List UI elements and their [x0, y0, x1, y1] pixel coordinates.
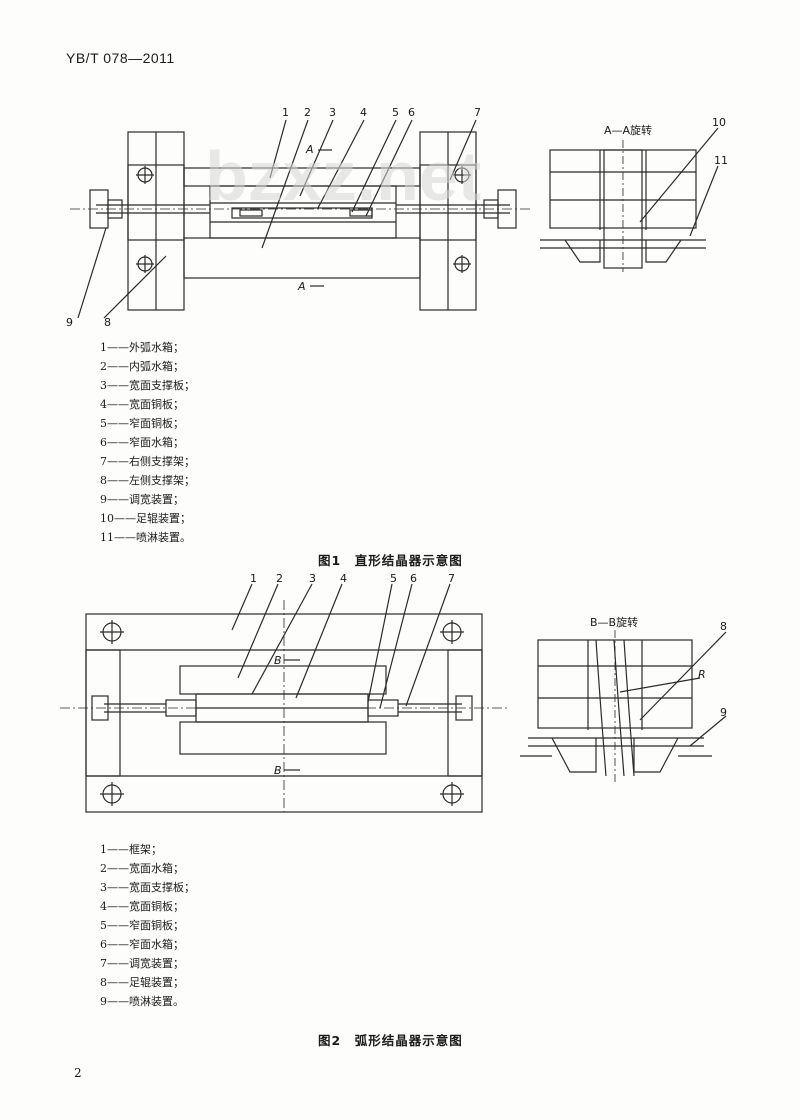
- fig1-legend-item: 2——内弧水箱；: [100, 360, 184, 373]
- figure2-drawing: 1 2 3 4 5 6 7 B B: [60, 572, 727, 813]
- fig2-part-5: 5: [390, 572, 397, 585]
- fig1-legend-item: 1——外弧水箱；: [100, 341, 184, 354]
- fig2-legend-item: 2——宽面水箱；: [100, 862, 184, 875]
- fig2-legend-item: 1——框架；: [100, 843, 162, 856]
- fig2-section-label: B—B旋转: [590, 615, 638, 629]
- fig1-part-1: 1: [282, 106, 289, 119]
- fig2-part-7: 7: [448, 572, 455, 585]
- fig1-part-6: 6: [408, 106, 415, 119]
- fig2-legend-item: 5——窄面铜板；: [100, 919, 184, 932]
- fig2-legend-item: 7——调宽装置；: [100, 957, 184, 970]
- fig1-legend-item: 8——左侧支撑架；: [100, 474, 195, 487]
- document-code: YB/T 078—2011: [66, 50, 175, 66]
- fig2-legend-item: 8——足辊装置；: [100, 976, 184, 989]
- fig1-part-9: 9: [66, 316, 73, 329]
- fig1-arrow-a-bottom: A: [297, 280, 306, 293]
- fig2-part-8: 8: [720, 620, 727, 633]
- figure1-legend: 1——外弧水箱； 2——内弧水箱； 3——宽面支撑板； 4——宽面铜板； 5——…: [100, 338, 195, 547]
- fig2-arrow-b-bottom: B: [274, 764, 282, 777]
- fig2-arrow-b-top: B: [274, 654, 282, 667]
- fig1-legend-item: 9——调宽装置；: [100, 493, 184, 506]
- page-number: 2: [74, 1066, 82, 1080]
- fig2-part-6: 6: [410, 572, 417, 585]
- fig1-part-2: 2: [304, 106, 311, 119]
- figure1-drawing: 1 2 3 4 5 6 7 8 9 A A: [66, 106, 728, 329]
- fig1-legend-item: 7——右侧支撑架；: [100, 455, 195, 468]
- fig2-radius-label: R: [698, 668, 706, 681]
- fig2-part-1: 1: [250, 572, 257, 585]
- fig1-part-11: 11: [714, 154, 728, 167]
- fig2-part-4: 4: [340, 572, 347, 585]
- fig1-part-8: 8: [104, 316, 111, 329]
- fig1-legend-item: 10——足辊装置；: [100, 512, 191, 525]
- fig2-part-3: 3: [309, 572, 316, 585]
- fig2-legend-item: 6——窄面水箱；: [100, 938, 184, 951]
- fig1-section-label: A—A旋转: [604, 123, 652, 137]
- fig1-arrow-a-top: A: [305, 143, 314, 156]
- fig1-part-7: 7: [474, 106, 481, 119]
- fig2-part-9: 9: [720, 706, 727, 719]
- fig2-legend-item: 4——宽面铜板；: [100, 900, 184, 913]
- fig1-legend-item: 6——窄面水箱；: [100, 436, 184, 449]
- fig2-part-2: 2: [276, 572, 283, 585]
- figure2-legend: 1——框架； 2——宽面水箱； 3——宽面支撑板； 4——宽面铜板； 5——窄面…: [100, 840, 195, 1011]
- fig1-part-5: 5: [392, 106, 399, 119]
- fig1-part-10: 10: [712, 116, 726, 129]
- fig1-legend-item: 4——宽面铜板；: [100, 398, 184, 411]
- watermark: bzxz.net: [205, 137, 481, 215]
- fig1-part-4: 4: [360, 106, 367, 119]
- fig2-legend-item: 3——宽面支撑板；: [100, 881, 195, 894]
- figure1-caption: 图1 直形结晶器示意图: [318, 553, 463, 568]
- fig1-part-3: 3: [329, 106, 336, 119]
- figure2-caption: 图2 弧形结晶器示意图: [318, 1033, 463, 1048]
- fig2-legend-item: 9——喷淋装置。: [100, 995, 184, 1008]
- fig1-legend-item: 11——喷淋装置。: [100, 531, 191, 544]
- fig1-legend-item: 5——窄面铜板；: [100, 417, 184, 430]
- fig1-legend-item: 3——宽面支撑板；: [100, 379, 195, 392]
